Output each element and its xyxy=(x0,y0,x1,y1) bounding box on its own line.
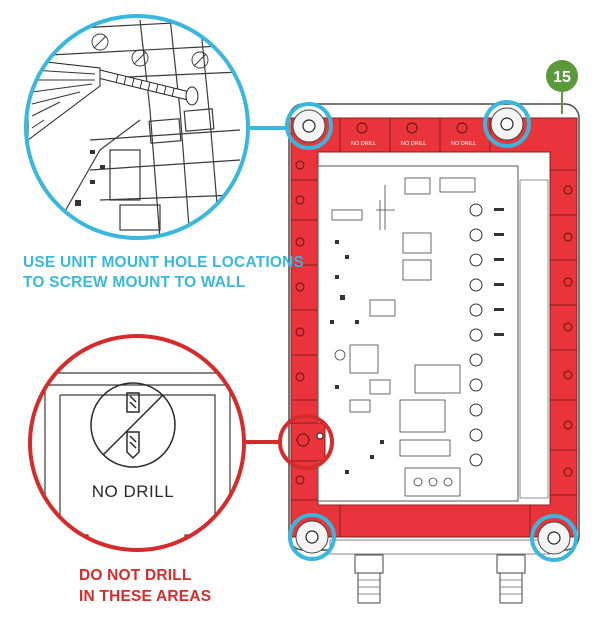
no-drill-magnified-view: NO DRILL xyxy=(28,334,246,552)
mount-instruction-line1: USE UNIT MOUNT HOLE LOCATIONS xyxy=(23,254,305,271)
mount-hole-bottom-left xyxy=(288,513,336,561)
side-no-drill-highlight xyxy=(278,414,334,470)
nodrill-warning-line2: IN THESE AREAS xyxy=(79,588,212,605)
magnified-no-drill-label: NO DRILL xyxy=(92,482,174,501)
circuit-board xyxy=(317,165,519,502)
mount-instruction-line2: TO SCREW MOUNT TO WALL xyxy=(23,274,246,291)
frame-no-drill-label: NO DRILL xyxy=(451,141,476,147)
no-drill-icon xyxy=(90,382,176,468)
mount-hole-top-left xyxy=(285,102,333,150)
nodrill-warning-line1: DO NOT DRILL xyxy=(79,567,192,584)
step-badge: 15 xyxy=(546,60,578,114)
mount-hole-magnified-view xyxy=(24,14,250,240)
mount-hole-top-right xyxy=(483,100,531,148)
frame-no-drill-label: NO DRILL xyxy=(351,141,376,147)
frame-no-drill-label: NO DRILL xyxy=(401,141,426,147)
enclosure: NO DRILL NO DRILL NO DRILL xyxy=(278,100,580,604)
conduit-fitting xyxy=(354,554,526,604)
step-number: 15 xyxy=(553,69,571,86)
mount-hole-bottom-right xyxy=(530,514,578,562)
